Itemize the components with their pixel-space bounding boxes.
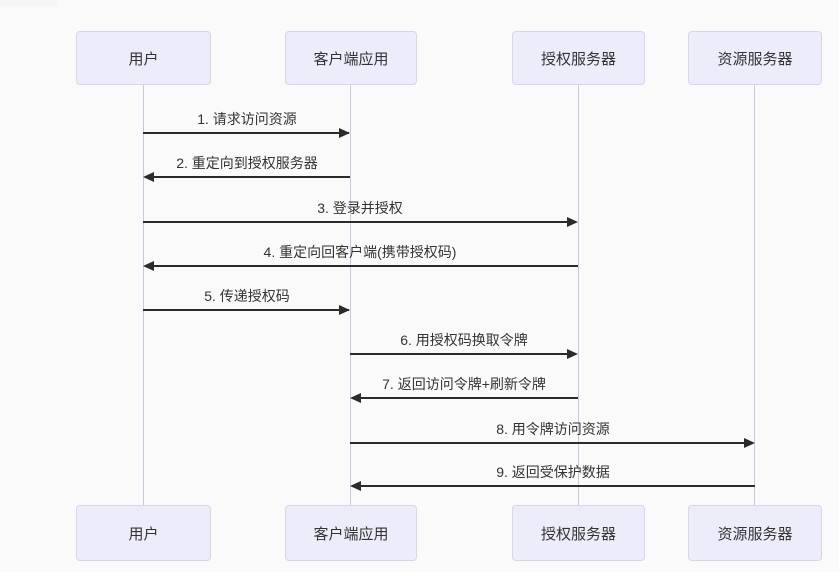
message-6-label: 6. 用授权码换取令牌 (400, 332, 528, 348)
actor-label-user-bottom: 用户 (128, 525, 159, 543)
message-9-arrowhead-icon (350, 481, 361, 491)
message-4-line (145, 265, 578, 267)
message-7-line (352, 397, 578, 399)
message-5-line (143, 309, 349, 311)
message-5-label: 5. 传递授权码 (204, 288, 290, 304)
message-2-arrowhead-icon (143, 172, 154, 182)
message-2-line (145, 176, 350, 178)
message-7-arrowhead-icon (350, 393, 361, 403)
message-2-label: 2. 重定向到授权服务器 (176, 155, 318, 171)
actor-label-user: 用户 (128, 50, 159, 68)
message-3-line (143, 221, 576, 223)
message-6-line (350, 353, 576, 355)
message-8-line (350, 442, 753, 444)
message-6-arrowhead-icon (567, 349, 578, 359)
message-3-arrowhead-icon (567, 217, 578, 227)
actor-box-resource-server-bottom: 资源服务器 (688, 505, 822, 561)
actor-label-client-app-bottom: 客户端应用 (313, 525, 389, 543)
message-8-arrowhead-icon (744, 438, 755, 448)
lifeline-client-app (350, 85, 351, 505)
actor-box-auth-server-top: 授权服务器 (512, 31, 645, 85)
actor-box-client-app-bottom: 客户端应用 (285, 505, 417, 561)
message-5-arrowhead-icon (339, 305, 350, 315)
message-4-label: 4. 重定向回客户端(携带授权码) (263, 244, 457, 260)
message-1-line (143, 132, 349, 134)
actor-box-user-bottom: 用户 (76, 505, 211, 561)
message-9-line (352, 485, 755, 487)
message-3-label: 3. 登录并授权 (317, 200, 403, 216)
actor-box-resource-server-top: 资源服务器 (688, 31, 822, 85)
actor-label-resource-server: 资源服务器 (717, 50, 793, 68)
message-9-label: 9. 返回受保护数据 (496, 464, 610, 480)
actor-box-user-top: 用户 (76, 31, 211, 85)
actor-label-resource-server-bottom: 资源服务器 (717, 525, 793, 543)
actor-box-auth-server-bottom: 授权服务器 (512, 505, 645, 561)
actor-label-auth-server-bottom: 授权服务器 (540, 525, 616, 543)
lifeline-resource-server (754, 85, 755, 505)
lifeline-auth-server (578, 85, 579, 505)
actor-label-auth-server: 授权服务器 (540, 50, 616, 68)
actor-box-client-app-top: 客户端应用 (285, 31, 417, 85)
actor-label-client-app: 客户端应用 (313, 50, 389, 68)
corner-artifact (0, 0, 57, 6)
message-1-arrowhead-icon (339, 128, 350, 138)
lifeline-user (143, 85, 144, 505)
message-1-label: 1. 请求访问资源 (197, 111, 297, 127)
message-7-label: 7. 返回访问令牌+刷新令牌 (382, 376, 546, 392)
message-8-label: 8. 用令牌访问资源 (496, 421, 610, 437)
message-4-arrowhead-icon (143, 261, 154, 271)
